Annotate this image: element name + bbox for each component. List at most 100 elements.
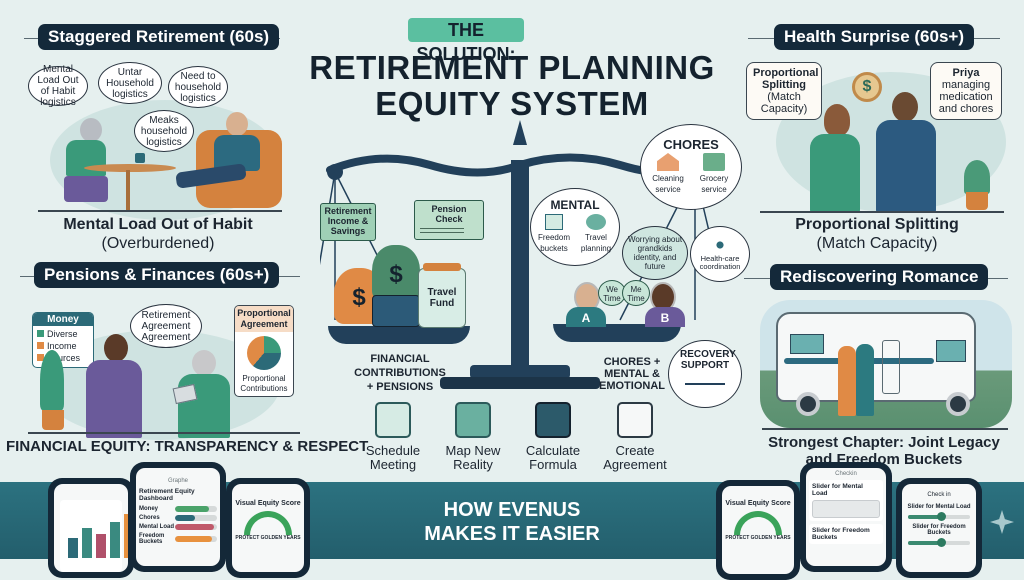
mental-load-field[interactable]: [812, 500, 880, 518]
chart-bar: [124, 514, 128, 558]
dashboard-row-chores: Chores: [139, 515, 217, 521]
caption-romance: Strongest Chapter: Joint Legacy and Free…: [768, 434, 1000, 468]
dashboard-row-money: Money: [139, 506, 217, 512]
man-body: [876, 120, 936, 212]
bubble-priya: Priya managing medication and chores: [930, 62, 1002, 120]
thought-cloud-1: Mental Load Out of Habit logistics: [28, 64, 88, 108]
title-line-2: EQUITY SYSTEM: [375, 85, 649, 122]
chores-cloud: CHORES Cleaning service Grocery service: [640, 124, 742, 210]
footer-tagline: HOW EVENUS MAKES IT EASIER: [424, 499, 600, 545]
income-card: Retirement Income & Savings: [320, 203, 376, 241]
ground-line: [28, 432, 300, 434]
thought-cloud-3: Need to household logistics: [168, 66, 228, 108]
woman-body: [178, 374, 230, 438]
mini-scale-icon: [685, 383, 725, 385]
money-item: Income: [37, 340, 89, 352]
chart-bar: [96, 534, 106, 558]
gauge-icon: [244, 511, 292, 535]
money-card-title: Money: [33, 313, 93, 326]
calculator-icon: [535, 402, 571, 438]
phone-screen: Graphe Retirement Equity Dashboard Money…: [136, 468, 220, 566]
ground-line: [760, 211, 1004, 213]
healthcare-cloud: Health-care coordination: [690, 226, 750, 282]
chart-bar: [82, 528, 92, 558]
woman-figure: [838, 346, 856, 416]
left-pan-caption: FINANCIAL CONTRIBUTIONS + PENSIONS: [354, 353, 446, 393]
we-time-bubble: We Time: [598, 280, 626, 306]
agreement-icon: [617, 402, 653, 438]
plant-icon: [40, 350, 64, 410]
network-icon: [711, 237, 729, 252]
phone-equity-score-right: Visual Equity Score PROTECT GOLDEN YEARS: [716, 480, 800, 580]
header-kicker: THE SOLUTION:: [408, 18, 524, 64]
credit-card-icon: [372, 295, 420, 327]
phone-screen: Check in Slider for Mental Load Slider f…: [902, 484, 976, 572]
caption-health-bold: Proportional Splitting: [795, 216, 959, 233]
ground-line: [38, 210, 282, 212]
dashboard-row-freedom-buckets: Freedom Buckets: [139, 533, 217, 545]
woman-figure: [824, 104, 850, 136]
travel-fund-jar: Travel Fund: [418, 263, 466, 328]
mental-load-slider[interactable]: [908, 512, 970, 521]
money-item: Sources: [37, 352, 89, 364]
panel-title-pensions: Pensions & Finances (60s+): [34, 262, 280, 288]
wheel-icon: [796, 392, 820, 416]
money-card: Money Diverse Income Sources: [32, 312, 94, 368]
worry-cloud: Worrying about grandkids identity, and f…: [622, 226, 688, 280]
scale-icon: [320, 120, 720, 389]
chart-bar: [110, 522, 120, 558]
score-title: Visual Equity Score: [725, 500, 791, 507]
score-title: Visual Equity Score: [235, 500, 301, 507]
person-a-badge: A: [566, 307, 606, 327]
man-figure: [226, 112, 248, 136]
calendar-icon: [375, 402, 411, 438]
coin-icon: $: [852, 72, 882, 102]
recovery-cloud: RECOVERY SUPPORT: [668, 340, 742, 408]
man-body: [86, 360, 142, 438]
page-title: RETIREMENT PLANNING EQUITY SYSTEM: [300, 50, 724, 122]
dashboard-app-name: Graphe: [167, 478, 188, 484]
phone-checkin-sliders: Check in Slider for Mental Load Slider f…: [896, 478, 982, 578]
house-icon: [657, 153, 679, 171]
thought-cloud-2: Untar Household logistics: [98, 62, 162, 104]
phone-screen: Checkin Slider for Mental Load Slider fo…: [806, 468, 886, 566]
right-pan: [553, 324, 681, 342]
table: [84, 164, 176, 172]
man-figure: [104, 334, 128, 362]
title-line-1: RETIREMENT PLANNING: [309, 49, 715, 86]
pension-check-title: Pension Check: [431, 204, 467, 224]
wheel-icon: [946, 392, 970, 416]
jar-lid: [423, 263, 461, 271]
plant-pot: [966, 192, 988, 210]
caption-staggered-bold: Mental Load Out of Habit: [63, 216, 253, 233]
ground-line: [762, 428, 1008, 430]
money-bag-green-icon: $: [372, 245, 420, 301]
person-b-badge: B: [645, 307, 685, 327]
calendar-icon: [545, 214, 563, 230]
me-time-bubble: Me Time: [622, 280, 650, 306]
phone-checkin-form: Checkin Slider for Mental Load Slider fo…: [800, 462, 892, 572]
phone-equity-score: Visual Equity Score PROTECT GOLDEN YEARS: [226, 478, 310, 578]
freedom-buckets-slider[interactable]: [908, 538, 970, 547]
gauge-icon: [734, 511, 782, 535]
man-figure: [892, 92, 918, 122]
panel-title-health: Health Surprise (60s+): [774, 24, 974, 50]
agreement-card-title: Proportional Agreement: [235, 306, 293, 332]
phone-screen: Visual Equity Score PROTECT GOLDEN YEARS: [722, 486, 794, 574]
map-icon: [455, 402, 491, 438]
phone-chart: [48, 478, 134, 578]
panel-title-staggered: Staggered Retirement (60s): [38, 24, 280, 50]
woman-figure: [80, 118, 102, 142]
pension-check: Pension Check: [414, 200, 484, 240]
thought-cloud-4: Meaks household logistics: [134, 110, 194, 152]
jar-label: Travel Fund: [427, 287, 457, 309]
plant-pot: [42, 410, 64, 430]
woman-figure: [192, 350, 216, 376]
table-leg: [126, 170, 130, 210]
dashboard-row-mental-load: Mental Load: [139, 524, 217, 530]
agreement-card: Proportional Agreement Proportional Cont…: [234, 305, 294, 397]
